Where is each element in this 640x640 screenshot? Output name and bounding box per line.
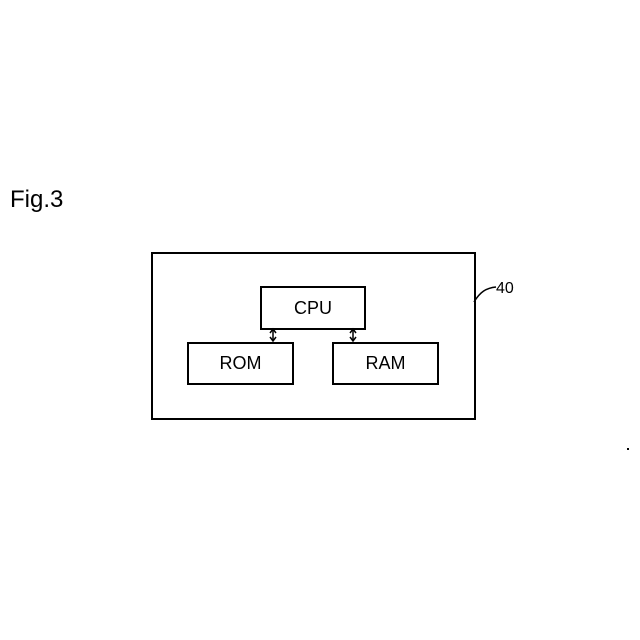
reference-leader-line (474, 287, 496, 302)
figure-label: Fig.3 (10, 186, 63, 214)
ram-label: RAM (366, 353, 406, 374)
cpu-block: CPU (260, 286, 366, 330)
ram-block: RAM (332, 342, 439, 385)
cpu-label: CPU (294, 298, 332, 319)
rom-label: ROM (220, 353, 262, 374)
rom-block: ROM (187, 342, 294, 385)
reference-numeral: 40 (496, 279, 514, 299)
device-outline-box (151, 252, 476, 420)
stray-dot (627, 448, 629, 450)
